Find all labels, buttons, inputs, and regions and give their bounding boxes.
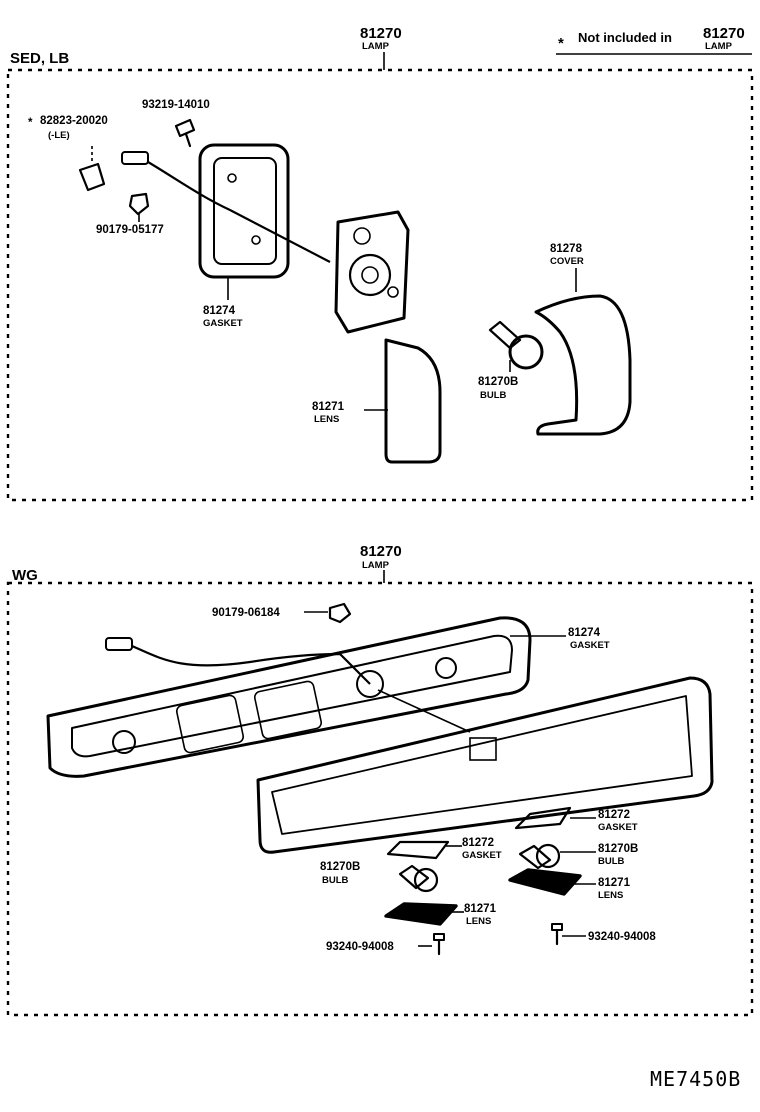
section-sed-lb: 81270 LAMP SED, LB * 82823-20020 bbox=[6, 25, 754, 502]
left-bulb-part-number: 81270B bbox=[320, 861, 360, 873]
wire-connector bbox=[121, 151, 149, 165]
right-bulb-part-number: 81270B bbox=[598, 843, 638, 855]
socket-part bbox=[78, 146, 106, 192]
nut-part bbox=[328, 602, 352, 624]
left-gasket bbox=[386, 840, 450, 860]
gasket-housing bbox=[46, 616, 532, 778]
gasket-frame bbox=[198, 143, 290, 279]
bulb-part bbox=[488, 320, 544, 372]
left-lens-part-number: 81271 bbox=[464, 903, 497, 915]
assembly-part-number: 81270 bbox=[360, 25, 402, 42]
lens-part-name: LENS bbox=[314, 414, 339, 425]
star-marker: * bbox=[28, 117, 33, 129]
note-part-name: LAMP bbox=[705, 41, 733, 52]
nut-part-number: 90179-06184 bbox=[212, 607, 280, 619]
left-gasket-part-name: GASKET bbox=[462, 850, 502, 861]
wire-harness bbox=[131, 644, 371, 685]
cover-part-number: 81278 bbox=[550, 243, 583, 255]
bulb-part-number: 81270B bbox=[478, 376, 518, 388]
right-bulb-part-name: BULB bbox=[598, 856, 625, 867]
left-lens bbox=[384, 902, 458, 926]
left-lens-part-name: LENS bbox=[466, 916, 491, 927]
left-bulb-part-name: BULB bbox=[322, 875, 349, 886]
right-gasket-part-name: GASKET bbox=[598, 822, 638, 833]
section-label: SED, LB bbox=[10, 50, 69, 67]
socket-part-number: 82823-20020 bbox=[40, 115, 108, 127]
left-screw bbox=[433, 933, 445, 956]
note-part-number: 81270 bbox=[703, 25, 745, 42]
wire-connector bbox=[105, 637, 133, 651]
right-screw bbox=[551, 923, 563, 946]
lens-part-number: 81271 bbox=[312, 401, 345, 413]
section-frame bbox=[6, 581, 754, 1017]
right-bulb bbox=[518, 843, 561, 870]
right-gasket bbox=[514, 806, 572, 830]
left-bulb bbox=[398, 864, 439, 893]
socket-part-name: (-LE) bbox=[48, 130, 70, 141]
right-screw-part-number: 93240-94008 bbox=[588, 931, 656, 943]
legend-note: * Not included in 81270 LAMP bbox=[556, 25, 752, 55]
section-frame bbox=[6, 68, 754, 502]
nut-part bbox=[128, 192, 150, 216]
assembly-part-number: 81270 bbox=[360, 543, 402, 560]
cover-part-name: COVER bbox=[550, 256, 584, 267]
bolt-part-number: 93219-14010 bbox=[142, 99, 210, 111]
wire-harness bbox=[147, 161, 331, 263]
right-lens bbox=[508, 868, 582, 896]
right-lens-part-number: 81271 bbox=[598, 877, 631, 889]
section-label: WG bbox=[12, 567, 38, 584]
section-wg: 81270 LAMP WG 90179-06184 81274 GASKET bbox=[6, 543, 754, 1017]
left-screw-part-number: 93240-94008 bbox=[326, 941, 394, 953]
gasket-part-name: GASKET bbox=[203, 318, 243, 329]
left-gasket-part-number: 81272 bbox=[462, 837, 494, 849]
assembly-part-name: LAMP bbox=[362, 560, 390, 571]
lamp-housing bbox=[334, 210, 410, 334]
note-text: Not included in bbox=[578, 30, 672, 45]
wire-lead bbox=[377, 689, 471, 733]
lens-part bbox=[384, 338, 442, 464]
gasket-part-name: GASKET bbox=[570, 640, 610, 651]
assembly-part-name: LAMP bbox=[362, 41, 390, 52]
cover-part bbox=[534, 294, 632, 436]
right-lens-part-name: LENS bbox=[598, 890, 623, 901]
gasket-part-number: 81274 bbox=[568, 627, 601, 639]
bulb-part-name: BULB bbox=[480, 390, 507, 401]
nut-part-number: 90179-05177 bbox=[96, 224, 164, 236]
lens-panel bbox=[256, 676, 714, 854]
gasket-part-number: 81274 bbox=[203, 305, 236, 317]
bolt-part bbox=[174, 118, 196, 148]
note-star: * bbox=[558, 35, 564, 52]
diagram-code: ME7450B bbox=[650, 1067, 741, 1091]
right-gasket-part-number: 81272 bbox=[598, 809, 630, 821]
